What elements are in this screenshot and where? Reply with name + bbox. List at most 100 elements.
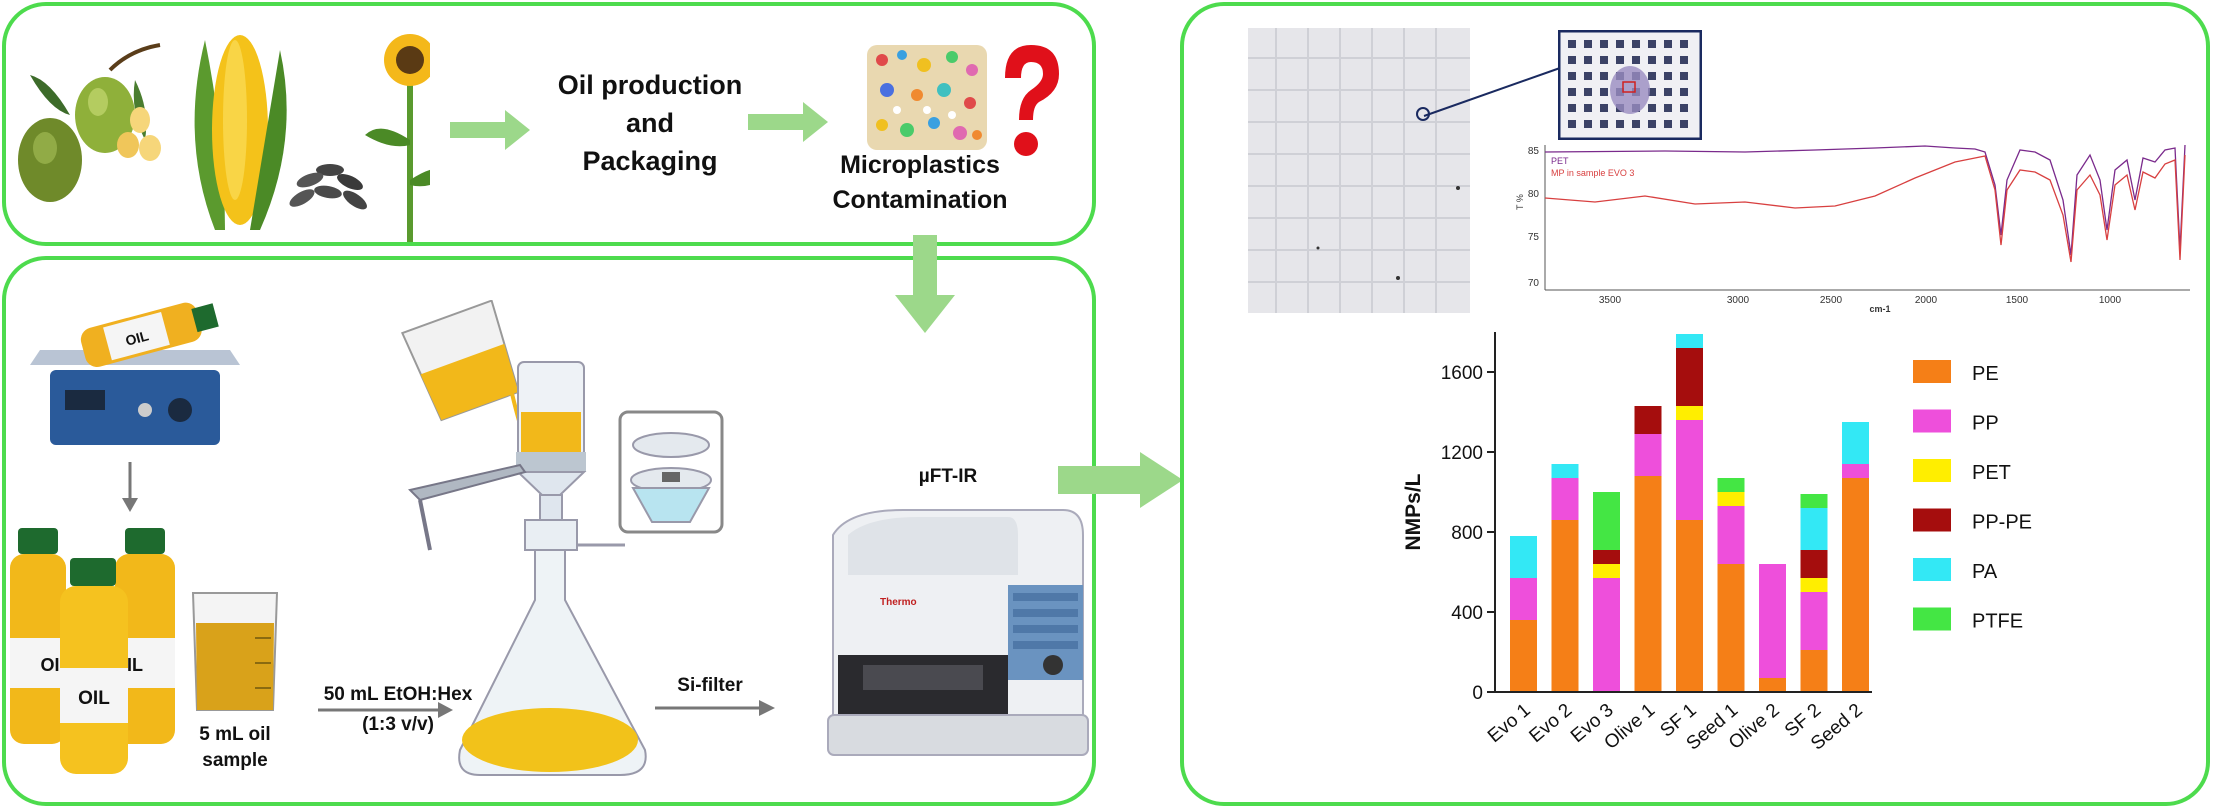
bar-segment-pe bbox=[1717, 564, 1745, 692]
legend-swatch bbox=[1913, 409, 1951, 433]
filter-grid-dot bbox=[1584, 72, 1592, 80]
legend-label: PET bbox=[1972, 462, 2011, 484]
bar-segment-pp bbox=[1634, 434, 1662, 476]
spectrum-xtick: 2000 bbox=[1915, 295, 1938, 306]
filter-micrograph bbox=[1248, 28, 1470, 313]
y-tick-label: 1200 bbox=[1441, 443, 1483, 464]
spectrum-ytick: 80 bbox=[1528, 189, 1540, 200]
shaker-bottle-label: OIL bbox=[124, 327, 151, 349]
filter-grid-dot bbox=[1568, 104, 1576, 112]
bottle-back-left: OI bbox=[10, 528, 66, 744]
filter-grid-dot bbox=[1600, 88, 1608, 96]
x-tick-label: Evo 2 bbox=[1525, 700, 1576, 747]
y-tick-label: 800 bbox=[1451, 523, 1483, 544]
sample-volume-line-2: sample bbox=[202, 750, 268, 771]
bar-segment-pp-pe bbox=[1634, 406, 1662, 434]
bottle-front-label: OIL bbox=[78, 688, 110, 709]
arrow-to-contamination bbox=[748, 102, 828, 142]
filter-grid-dot bbox=[1584, 40, 1592, 48]
filter-grid-dot bbox=[1648, 56, 1656, 64]
ftir-microscope-icon: Thermo bbox=[827, 509, 1089, 756]
spectrum-pet-line bbox=[1544, 144, 2186, 256]
spectrum-xtick: 3500 bbox=[1599, 295, 1622, 306]
filter-grid-dot bbox=[1648, 104, 1656, 112]
bar-segment-pp bbox=[1551, 478, 1579, 520]
filter-grid-dot bbox=[1600, 40, 1608, 48]
y-tick-label: 400 bbox=[1451, 603, 1483, 624]
vacuum-filtration-icon bbox=[400, 300, 724, 776]
filter-grid-dot bbox=[1600, 56, 1608, 64]
bottle-back-right: IL bbox=[115, 528, 175, 744]
arrow-to-results bbox=[1058, 452, 1183, 508]
bar-segment-pe bbox=[1759, 678, 1786, 692]
filter-label: Si-filter bbox=[677, 675, 743, 696]
filter-grid-dot bbox=[1680, 104, 1688, 112]
contamination-line-2: Contamination bbox=[832, 186, 1008, 214]
filter-grid-dot bbox=[1680, 56, 1688, 64]
bar-segment-pet bbox=[1676, 406, 1703, 420]
bar-segment-ptfe bbox=[1717, 478, 1745, 492]
sample-volume-label: 5 mL oil sample bbox=[175, 722, 295, 774]
filter-grid-dot bbox=[1648, 120, 1656, 128]
spectrum-ytick: 70 bbox=[1528, 278, 1540, 289]
bottle-right-label: IL bbox=[127, 655, 143, 675]
bar-segment-pe bbox=[1551, 520, 1579, 692]
spectrum-ytick: 75 bbox=[1528, 232, 1540, 243]
filter-grid-dot bbox=[1568, 56, 1576, 64]
filter-grid-dot bbox=[1664, 120, 1672, 128]
filter-grid-dot bbox=[1584, 88, 1592, 96]
legend-swatch bbox=[1913, 360, 1951, 383]
filter-grid-dot bbox=[1680, 88, 1688, 96]
arrow-to-filtration bbox=[318, 702, 453, 718]
arrow-down-to-prep bbox=[895, 235, 955, 333]
filter-grid-dot bbox=[1664, 104, 1672, 112]
bar-segment-pa bbox=[1551, 464, 1579, 478]
production-line-1: Oil production bbox=[557, 70, 743, 100]
filter-grid-dot bbox=[1680, 120, 1688, 128]
filter-grid-dot bbox=[1568, 88, 1576, 96]
bar-segment-pp bbox=[1593, 578, 1620, 692]
filter-grid-dot bbox=[1664, 72, 1672, 80]
filter-grid-dot bbox=[1584, 104, 1592, 112]
spectrum-xtick: 3000 bbox=[1727, 295, 1750, 306]
contamination-line-1: Microplastics bbox=[840, 151, 1000, 179]
legend-swatch bbox=[1913, 508, 1951, 532]
bar-segment-pp bbox=[1759, 564, 1786, 678]
filter-grid-dot bbox=[1600, 120, 1608, 128]
spectrum-xtick: 1500 bbox=[2006, 295, 2029, 306]
filter-grid-dot bbox=[1648, 88, 1656, 96]
bar-segment-pa bbox=[1842, 422, 1869, 464]
arrow-down-small bbox=[122, 462, 138, 512]
bar-segment-pa bbox=[1800, 508, 1828, 550]
bar-segment-ptfe bbox=[1800, 494, 1828, 508]
sunflower-seeds-icon bbox=[289, 164, 367, 210]
y-tick-label: 0 bbox=[1472, 683, 1483, 704]
y-tick-label: 1600 bbox=[1441, 363, 1483, 384]
spectrum-xtick: 1000 bbox=[2099, 295, 2122, 306]
legend-swatch bbox=[1913, 558, 1951, 581]
bottle-left-label: OI bbox=[40, 655, 59, 675]
x-tick-label: Evo 1 bbox=[1484, 700, 1535, 747]
spectrum-sample-line bbox=[1544, 154, 2186, 263]
spectrum-xlabel: cm-1 bbox=[1869, 304, 1890, 314]
filter-grid-dot bbox=[1632, 40, 1640, 48]
bar-segment-pet bbox=[1717, 492, 1745, 506]
zoomed-particle-inset bbox=[1558, 30, 1702, 140]
bar-segment-pp bbox=[1717, 506, 1745, 564]
bar-segment-pe bbox=[1676, 520, 1703, 692]
filter-grid-dot bbox=[1648, 72, 1656, 80]
filter-grid-dot bbox=[1568, 40, 1576, 48]
oil-bottles-icon: OI IL OIL bbox=[10, 528, 175, 774]
spectrum-ytick: 85 bbox=[1528, 146, 1540, 157]
sample-beaker-icon bbox=[191, 592, 279, 711]
bar-segment-ptfe bbox=[1593, 492, 1620, 550]
spectrum-legend-sample: MP in sample EVO 3 bbox=[1551, 168, 1634, 178]
filter-grid-dot bbox=[1664, 88, 1672, 96]
arrow-to-production bbox=[450, 110, 530, 150]
legend-label: PP bbox=[1972, 413, 1999, 435]
filter-grid-dot bbox=[1648, 40, 1656, 48]
bar-segment-pp bbox=[1510, 578, 1537, 620]
filter-grid-dot bbox=[1632, 120, 1640, 128]
bar-segment-pp bbox=[1842, 464, 1869, 478]
bar-segment-pe bbox=[1510, 620, 1537, 692]
